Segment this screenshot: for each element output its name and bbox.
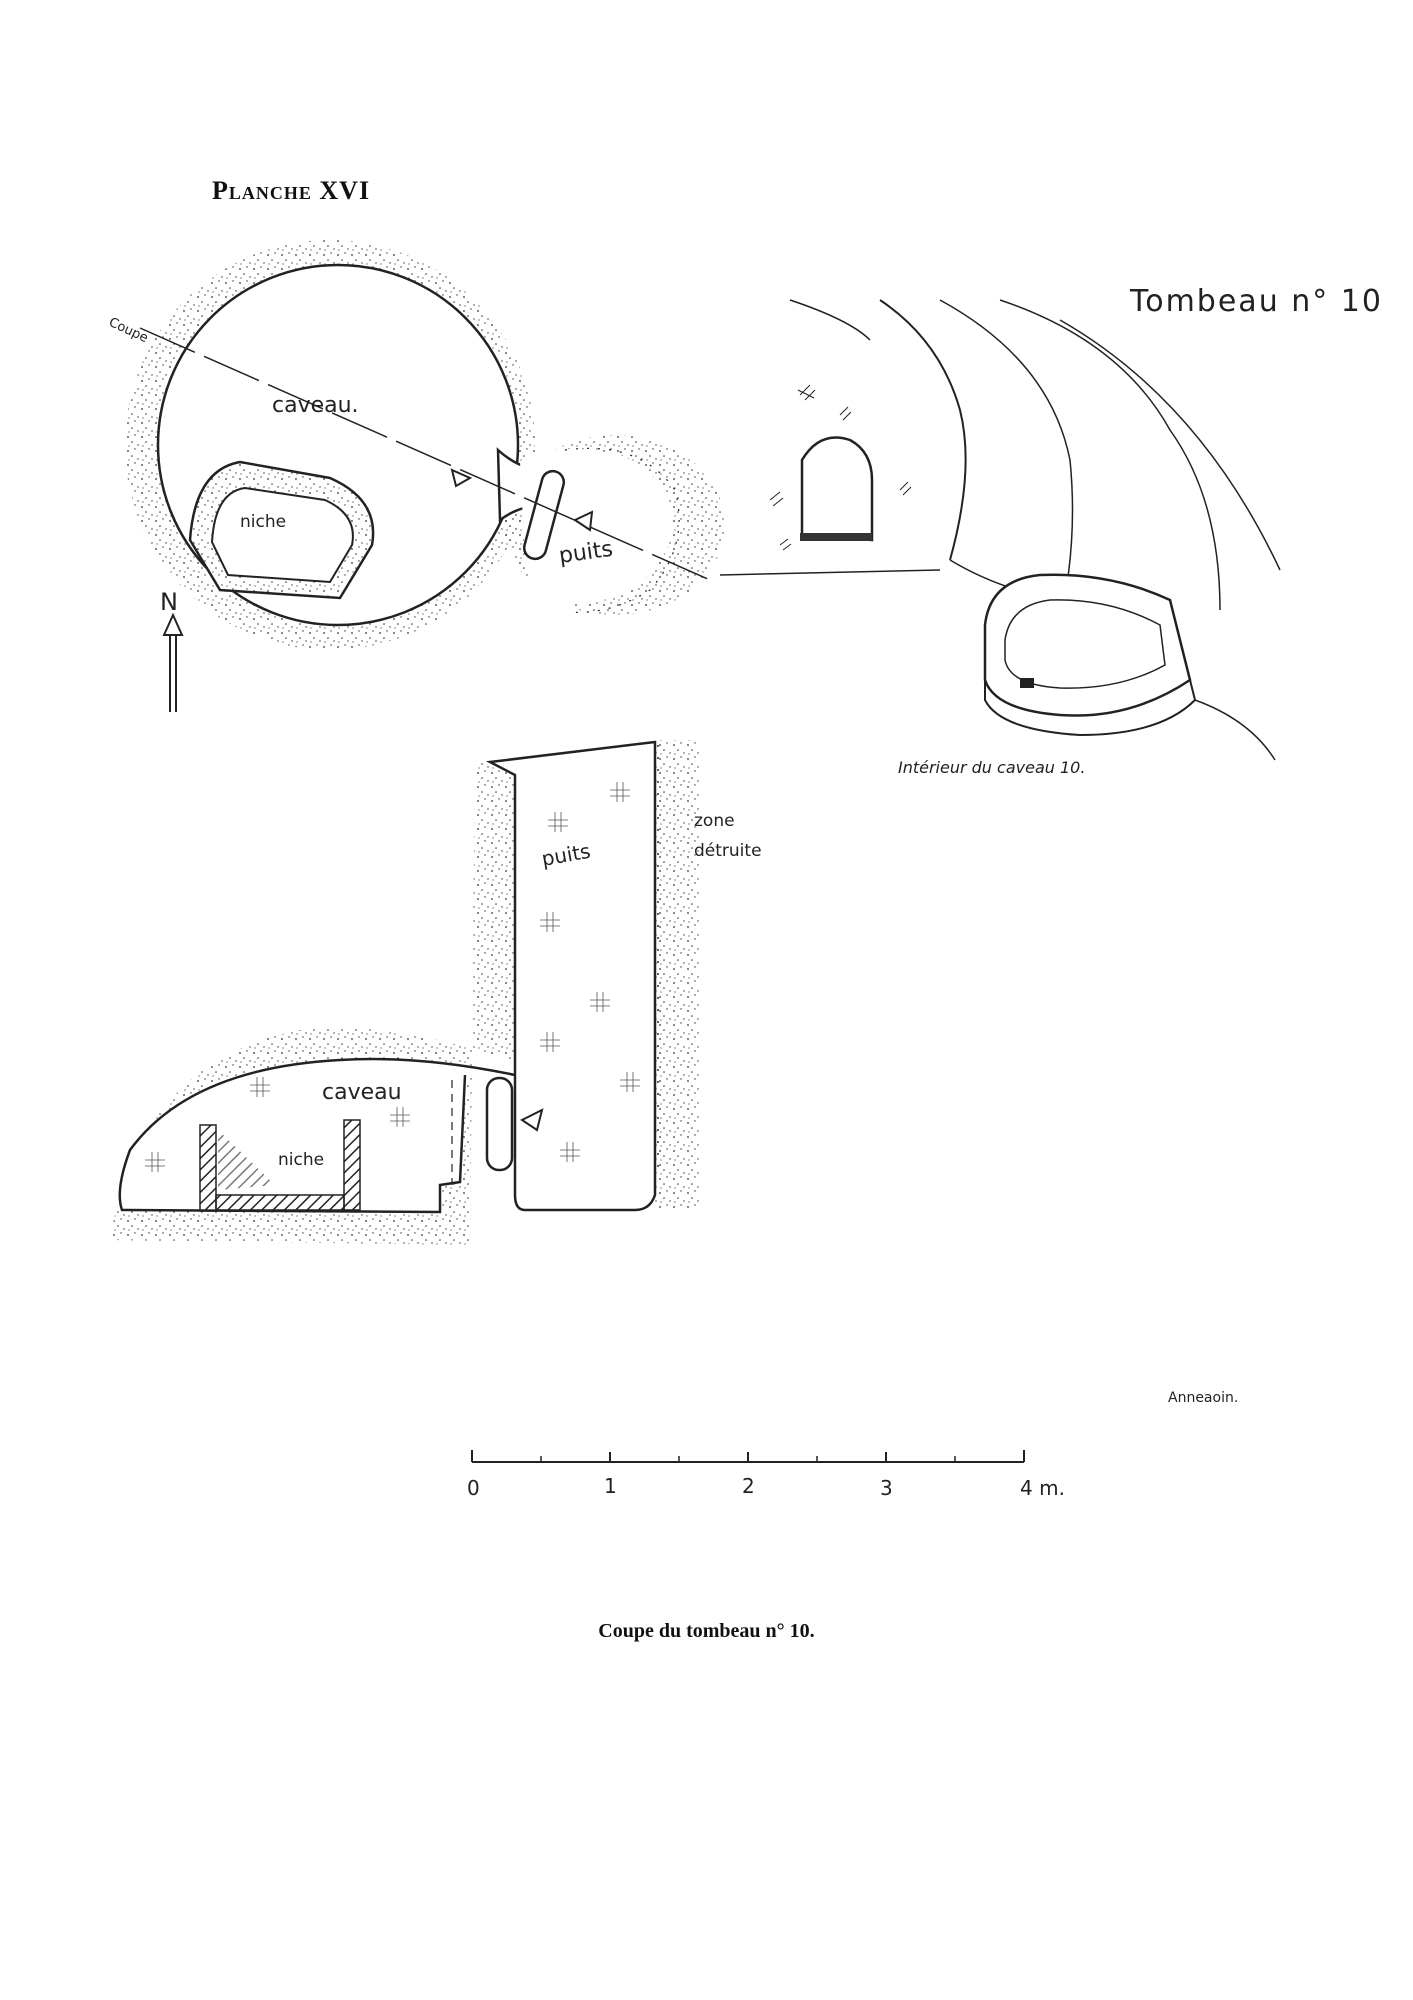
tomb-title: Tombeau n° 10 xyxy=(1130,284,1383,319)
section-blocking-stone xyxy=(485,1076,514,1172)
interior-view xyxy=(719,299,1281,761)
section-view: puits zone détruite caveau niche xyxy=(110,740,762,1245)
author-signature: Anneaoin. xyxy=(1168,1390,1239,1406)
interior-caption: Intérieur du caveau 10. xyxy=(898,758,1086,777)
plan-niche-wall-fill xyxy=(190,462,374,598)
plan-chamber-label: caveau. xyxy=(272,393,359,418)
section-chamber-label: caveau xyxy=(322,1080,402,1105)
plan-section-label: Coupe xyxy=(106,315,150,346)
section-niche-label: niche xyxy=(278,1150,324,1170)
section-shaft xyxy=(485,740,657,1212)
scale-tick-0: 0 xyxy=(467,1476,480,1500)
section-destroyed-zone-stipple xyxy=(655,740,700,1210)
scale-tick-3: 3 xyxy=(880,1476,893,1500)
plan-blocking-stone xyxy=(522,469,566,561)
north-arrow: N xyxy=(160,588,184,712)
north-label: N xyxy=(160,588,178,616)
section-niche-floor xyxy=(215,1194,345,1211)
scale-tick-4: 4 m. xyxy=(1020,1476,1065,1500)
plan-niche-label: niche xyxy=(240,512,286,532)
plan-section-line xyxy=(139,327,711,581)
plate-caption: Coupe du tombeau n° 10. xyxy=(598,1620,815,1642)
section-entry-arrow xyxy=(520,1108,544,1132)
scale-tick-1: 1 xyxy=(604,1474,617,1498)
section-niche-wall-left xyxy=(199,1124,217,1212)
scale-bar: 0 1 2 3 4 m. xyxy=(467,1450,1065,1500)
section-destroyed-label-1: zone xyxy=(694,811,735,831)
plan-shaft-arrow xyxy=(572,510,594,532)
section-niche-wall-right xyxy=(343,1119,361,1211)
section-destroyed-label-2: détruite xyxy=(694,841,762,861)
plate-title: Planche XVI xyxy=(212,176,371,205)
scale-tick-2: 2 xyxy=(742,1474,755,1498)
interior-doorway xyxy=(800,436,874,542)
plan-view: Coupe caveau. niche puits N xyxy=(106,240,725,712)
plan-entry-arrow xyxy=(450,468,473,488)
interior-shaft-opening xyxy=(983,573,1192,717)
